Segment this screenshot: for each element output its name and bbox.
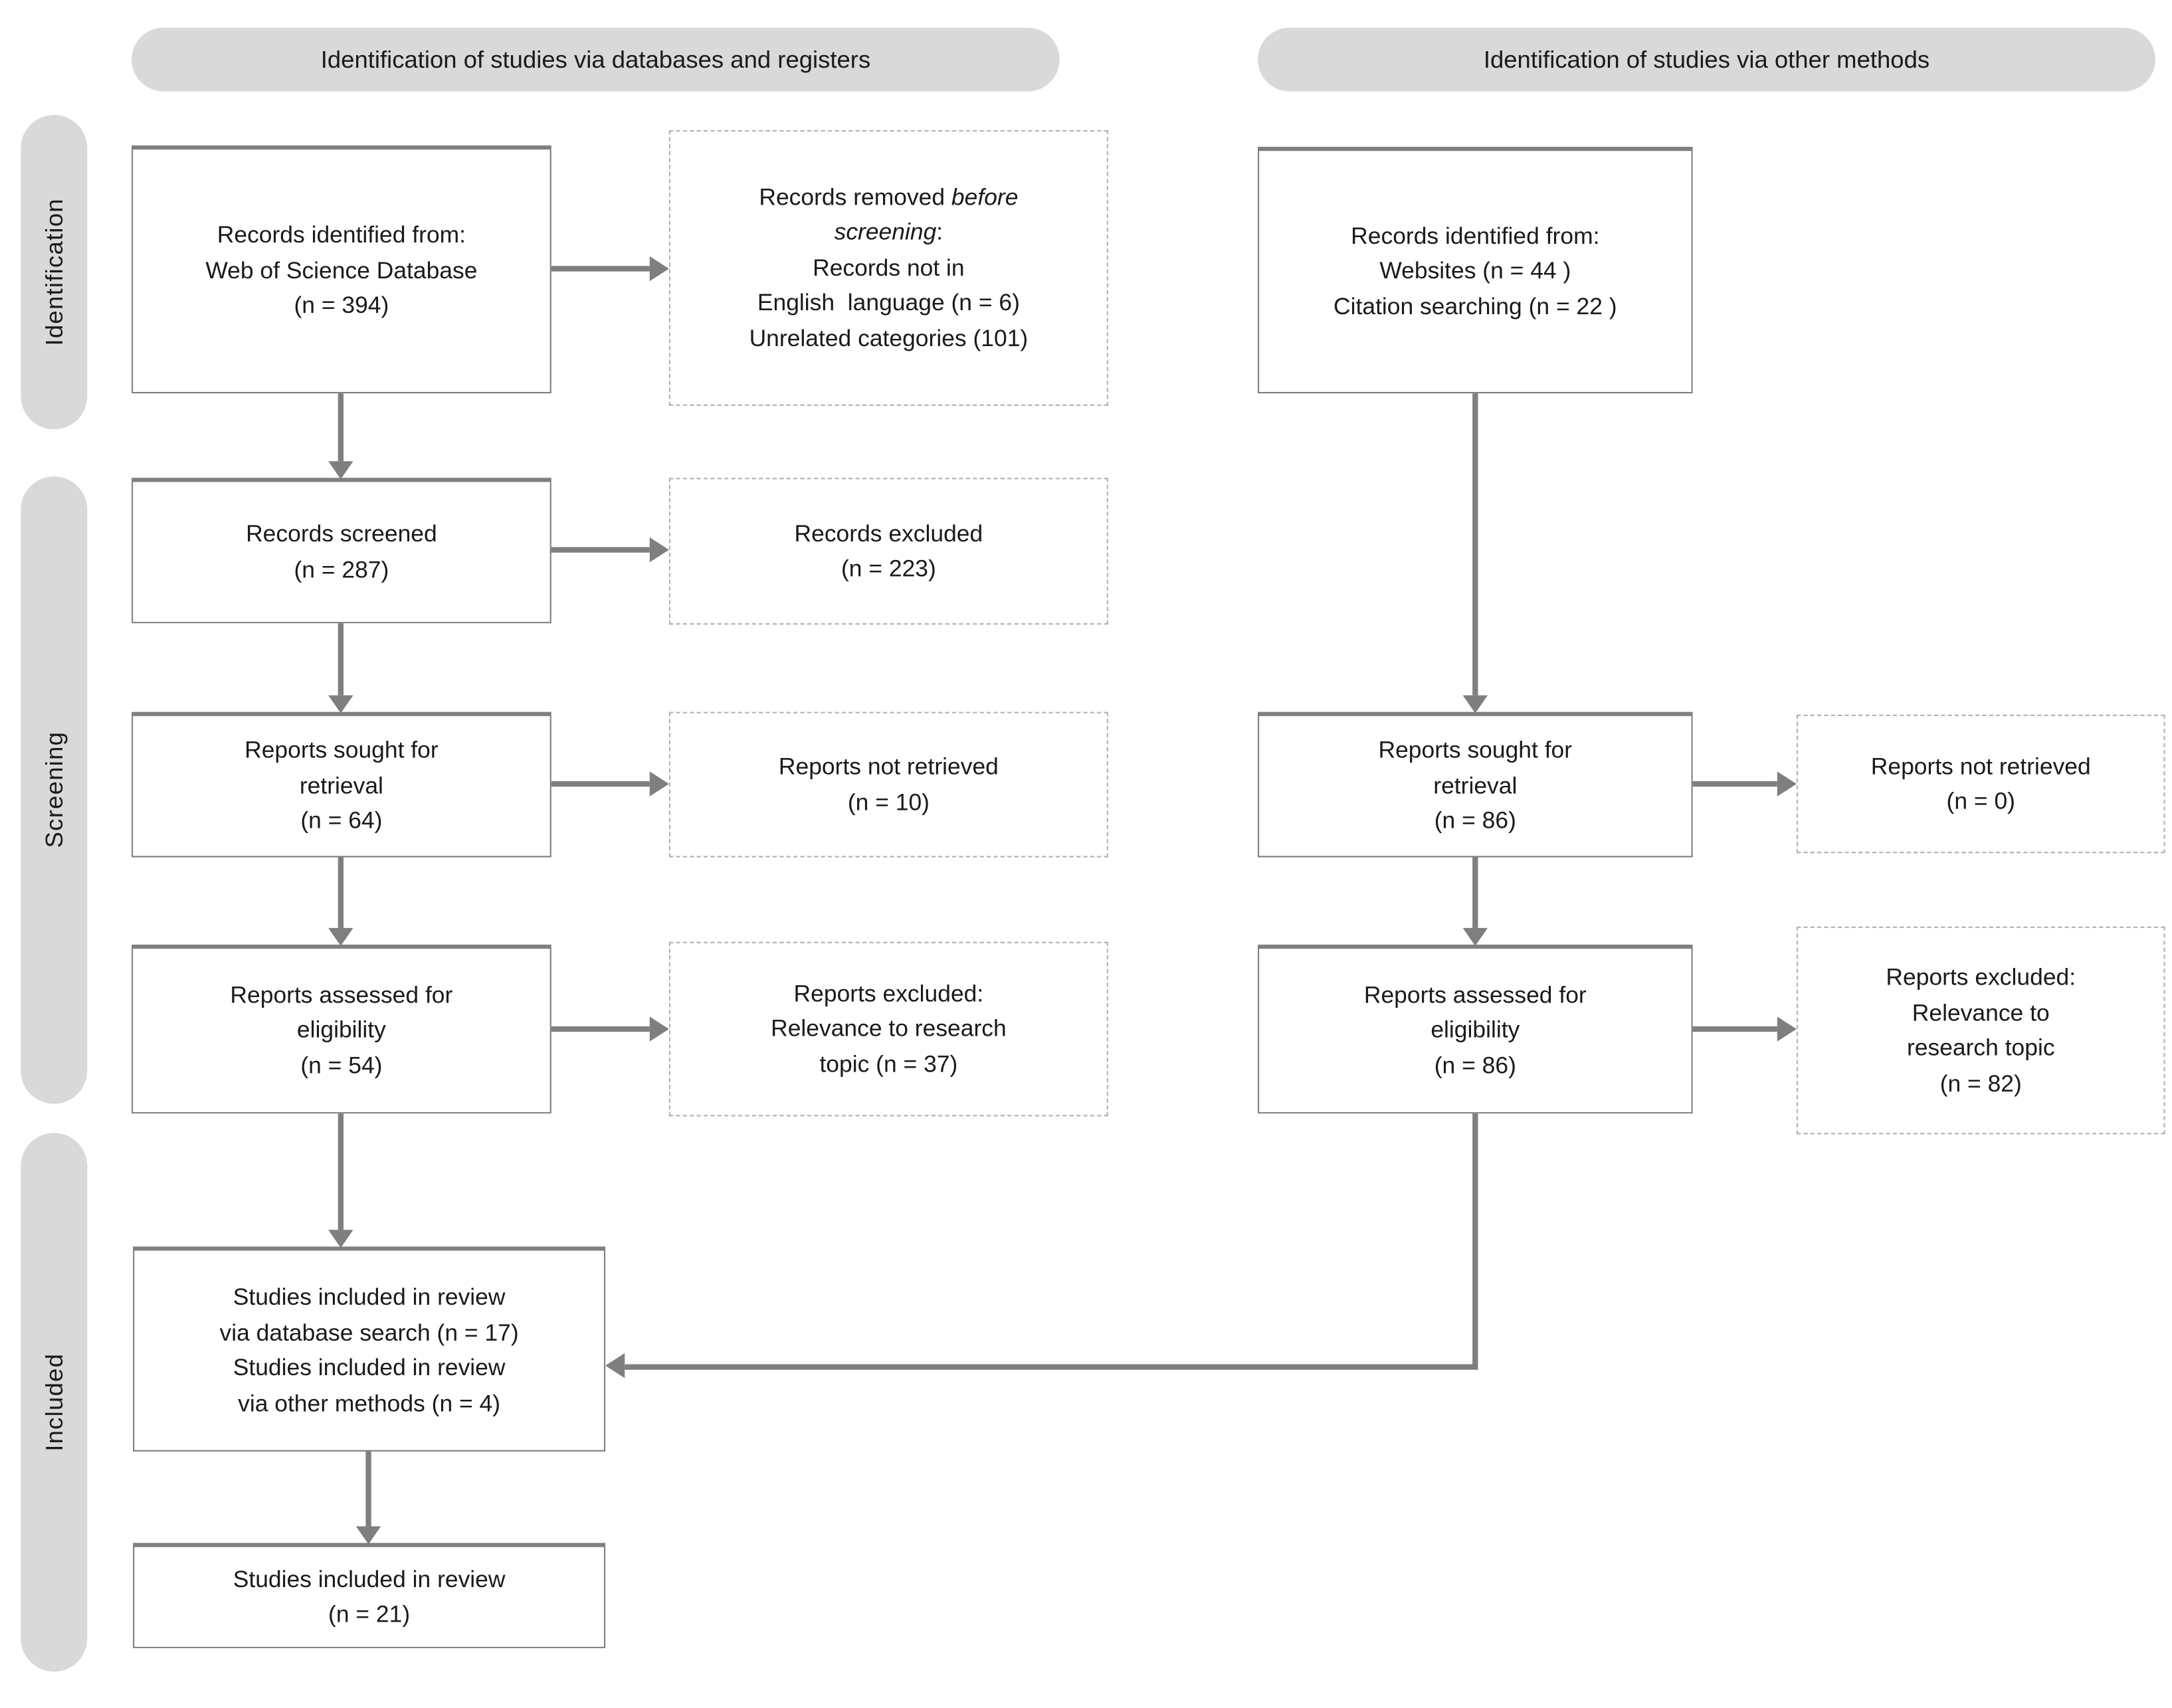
stage-included-label: Included [39,1353,68,1452]
box-line: Relevance to research [771,1015,1007,1042]
stage-screening-label: Screening [39,731,68,849]
box-line: (n = 86) [1434,1052,1516,1079]
box-line: topic (n = 37) [819,1050,958,1078]
header-other-label: Identification of studies via other meth… [1483,45,1930,73]
arrow-sought-to-notretrieved-other-head-icon [1777,771,1797,797]
box-line: Citation searching (n = 22 ) [1333,293,1617,320]
box-line: Unrelated categories (101) [749,325,1029,352]
arrow-sought-to-assessed-db-head-icon [328,927,353,946]
box-line: Reports not retrieved [1870,753,2091,779]
stage-screening: Screening [21,476,88,1104]
box-line: Studies included in review [233,1565,506,1592]
box-reports-assessed-database: Reports assessed for eligibility (n = 54… [132,944,551,1114]
box-line: Records removed before [759,183,1019,211]
box-records-excluded: Records excluded (n = 223) [668,478,1108,625]
arrow-other-to-included-horizontal-line [625,1364,1478,1370]
arrow-sought-to-assessed-other-line [1472,857,1478,928]
box-line: Records identified from: [217,222,466,248]
box-line: (n = 287) [294,556,389,583]
box-reports-not-retrieved-database: Reports not retrieved (n = 10) [668,712,1108,858]
arrow-screened-to-sought-line [338,623,344,696]
box-records-removed-before-screening: Records removed before screening: Record… [668,130,1108,406]
box-line: Records identified from: [1351,223,1600,249]
arrow-assessed-to-excluded-other-line [1692,1026,1777,1032]
box-studies-included-combined: Studies included in review via database … [133,1246,606,1452]
box-records-identified-database: Records identified from: Web of Science … [132,145,551,394]
box-records-screened: Records screened (n = 287) [132,478,551,624]
box-line: Studies included in review [233,1283,506,1311]
arrow-sought-to-notretrieved-db-head-icon [649,771,669,797]
box-line: screening: [834,219,943,246]
box-line: (n = 223) [840,555,936,582]
box-line: retrieval [299,772,383,799]
box-line: Records excluded [794,520,983,547]
arrow-assessed-to-excluded-db-line [551,1026,650,1032]
box-line: Websites (n = 44 ) [1379,258,1571,284]
stage-included: Included [21,1133,88,1672]
box-reports-excluded-other: Reports excluded: Relevance to research … [1796,926,2165,1135]
box-reports-sought-database: Reports sought for retrieval (n = 64) [132,712,551,858]
header-other-methods: Identification of studies via other meth… [1257,27,2155,92]
box-line: eligibility [1431,1016,1520,1044]
arrow-sought-to-notretrieved-other-line [1692,781,1777,787]
arrow-assessed-to-excluded-other-head-icon [1777,1016,1797,1042]
arrow-screened-to-excluded-head-icon [649,537,669,563]
box-line: Reports assessed for [230,981,453,1008]
box-line: via database search (n = 17) [219,1319,519,1346]
arrow-combined-to-final-line [365,1451,371,1527]
box-line: Reports sought for [1378,737,1573,764]
box-line: English language (n = 6) [757,290,1020,316]
box-line: (n = 10) [847,789,930,815]
box-studies-included-final: Studies included in review (n = 21) [133,1543,606,1648]
arrow-identified-to-screened-line [338,393,344,462]
box-reports-sought-other: Reports sought for retrieval (n = 86) [1257,712,1693,858]
arrow-screened-to-sought-head-icon [328,695,353,713]
arrow-identified-to-removed-line [551,266,650,272]
box-line: Reports not retrieved [778,753,999,780]
box-line: Studies included in review [233,1354,506,1381]
box-reports-assessed-other: Reports assessed for eligibility (n = 86… [1257,944,1693,1114]
box-records-identified-other: Records identified from: Websites (n = 4… [1257,146,1693,394]
box-line: Records screened [246,520,437,547]
arrow-identified-to-screened-head-icon [328,461,353,480]
arrow-assessed-to-included-line [338,1113,344,1230]
stage-identification: Identification [21,115,88,430]
box-line: (n = 82) [1939,1070,2022,1097]
box-line: Web of Science Database [205,257,478,284]
box-line: eligibility [296,1016,386,1044]
arrow-sought-to-assessed-other-head-icon [1462,927,1488,946]
arrow-sought-to-notretrieved-db-line [551,781,650,787]
box-line: Reports assessed for [1363,981,1587,1008]
arrow-sought-to-assessed-db-line [338,857,344,928]
box-line: (n = 64) [300,807,383,834]
box-line: (n = 21) [328,1601,411,1628]
box-line: research topic [1906,1034,2055,1061]
box-line: (n = 394) [294,292,389,320]
box-line: (n = 54) [300,1052,383,1079]
header-databases-registers: Identification of studies via databases … [132,27,1060,92]
arrow-identified-to-sought-other-line [1472,393,1478,696]
arrow-identified-to-sought-other-head-icon [1462,695,1488,713]
arrow-other-to-included-head-icon [605,1353,625,1378]
box-reports-not-retrieved-other: Reports not retrieved (n = 0) [1796,714,2165,854]
box-line: Records not in [813,254,965,281]
arrow-screened-to-excluded-line [551,547,650,553]
box-line: Reports excluded: [1886,964,2076,991]
box-line: (n = 0) [1946,788,2015,814]
box-line: (n = 86) [1434,807,1516,834]
arrow-identified-to-removed-head-icon [649,256,669,282]
arrow-assessed-to-included-head-icon [328,1230,353,1248]
header-databases-label: Identification of studies via databases … [320,45,871,73]
box-line: Reports excluded: [793,980,984,1007]
arrow-assessed-to-excluded-db-head-icon [649,1016,669,1042]
box-reports-excluded-database: Reports excluded: Relevance to research … [668,941,1108,1117]
arrow-other-to-included-vertical-line [1472,1113,1478,1367]
stage-identification-label: Identification [39,198,68,346]
arrow-combined-to-final-head-icon [355,1526,381,1545]
box-line: Relevance to [1912,999,2050,1026]
box-line: Reports sought for [245,737,439,764]
box-line: via other methods (n = 4) [238,1390,501,1416]
box-line: retrieval [1433,772,1518,799]
